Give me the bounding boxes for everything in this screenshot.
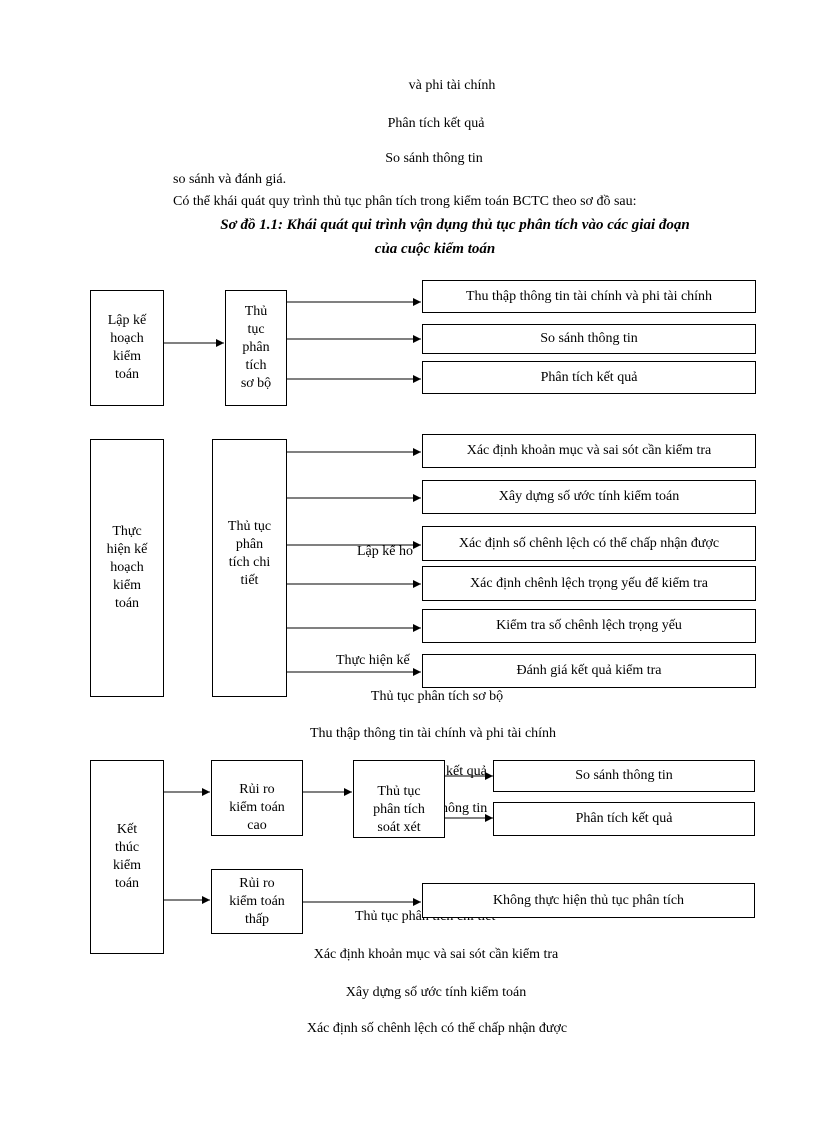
step-label: Phân tích kết quả: [540, 369, 638, 385]
bg-line: và phi tài chính: [408, 78, 496, 93]
detailed-analysis-label: Thủ tục phân tích chi tiết: [227, 519, 272, 588]
step-label: Kiểm tra số chênh lệch trọng yếu: [496, 618, 682, 633]
step-box: Phân tích kết quả: [493, 802, 755, 836]
bg-line: Xác định số chênh lệch có thể chấp nhận …: [306, 1021, 568, 1036]
step-box: Thu thập thông tin tài chính và phi tài …: [422, 280, 756, 313]
low-risk-label: Rủi ro kiểm toán thấp: [229, 875, 285, 927]
preliminary-analysis-label: Thủ tục phân tích sơ bộ: [240, 304, 272, 391]
phase-execution-label: Thực hiện kế hoạch kiểm toán: [106, 524, 148, 611]
step-label: Thu thập thông tin tài chính và phi tài …: [465, 288, 713, 304]
phase-execution-box: Thực hiện kế hoạch kiểm toán: [90, 439, 164, 697]
step-label: Xác định chênh lệch trọng yếu để kiểm tr…: [470, 575, 708, 591]
step-label: Không thực hiện thủ tục phân tích: [492, 892, 685, 908]
step-box: Xác định chênh lệch trọng yếu để kiểm tr…: [422, 566, 756, 601]
step-label: Xác định số chênh lệch có thể chấp nhận …: [458, 535, 720, 551]
step-box: Xây dựng số ước tính kiểm toán: [422, 480, 756, 514]
bg-line: Xây dựng số ước tính kiểm toán: [345, 985, 527, 1000]
analytical-review-box: Thủ tục phân tích soát xét: [353, 760, 445, 838]
diagram-title: của cuộc kiểm toán: [374, 241, 496, 257]
bg-line: Thu thập thông tin tài chính và phi tài …: [309, 726, 557, 741]
high-risk-box: Rủi ro kiểm toán cao: [211, 760, 303, 836]
bg-line: Phân tích kết quả: [387, 116, 485, 131]
step-box: So sánh thông tin: [422, 324, 756, 354]
phase-completion-label: Kết thúc kiểm toán: [113, 822, 141, 891]
step-box: Đánh giá kết quả kiểm tra: [422, 654, 756, 688]
phase-planning-box: Lập kế hoạch kiểm toán: [90, 290, 164, 406]
step-label: Xác định khoản mục và sai sót cần kiểm t…: [466, 443, 712, 458]
phase-planning-label: Lập kế hoạch kiểm toán: [107, 313, 147, 382]
bg-line: Thủ tục phân tích sơ bộ: [370, 689, 504, 704]
low-risk-box: Rủi ro kiểm toán thấp: [211, 869, 303, 934]
phase-completion-box: Kết thúc kiểm toán: [90, 760, 164, 954]
step-box: Phân tích kết quả: [422, 361, 756, 394]
step-label: So sánh thông tin: [540, 331, 638, 346]
paragraph: Có thể khái quát quy trình thủ tục phân …: [173, 194, 637, 209]
bg-line: Thực hiện kế: [336, 653, 410, 668]
bg-line: So sánh thông tin: [385, 151, 483, 166]
step-label: So sánh thông tin: [575, 768, 673, 783]
preliminary-analysis-box: Thủ tục phân tích sơ bộ: [225, 290, 287, 406]
step-box: Kiểm tra số chênh lệch trọng yếu: [422, 609, 756, 643]
step-box: So sánh thông tin: [493, 760, 755, 792]
bg-line: Lập kế ho: [357, 544, 413, 559]
step-box: Xác định khoản mục và sai sót cần kiểm t…: [422, 434, 756, 468]
analytical-review-label: Thủ tục phân tích soát xét: [373, 784, 425, 835]
step-box: Xác định số chênh lệch có thể chấp nhận …: [422, 526, 756, 561]
bg-line: Xác định khoản mục và sai sót cần kiểm t…: [313, 947, 559, 962]
diagram-title: Sơ đồ 1.1: Khái quát qui trình vận dụng …: [220, 217, 690, 233]
high-risk-label: Rủi ro kiểm toán cao: [229, 782, 285, 833]
bg-line: kết quả: [446, 764, 487, 779]
step-label: Đánh giá kết quả kiểm tra: [516, 663, 662, 678]
paragraph: so sánh và đánh giá.: [173, 172, 287, 187]
step-label: Phân tích kết quả: [575, 811, 673, 826]
detailed-analysis-box: Thủ tục phân tích chi tiết: [212, 439, 287, 697]
step-label: Xây dựng số ước tính kiểm toán: [498, 489, 680, 504]
bg-line: hông tin: [441, 801, 488, 816]
step-box: Không thực hiện thủ tục phân tích: [422, 883, 755, 918]
